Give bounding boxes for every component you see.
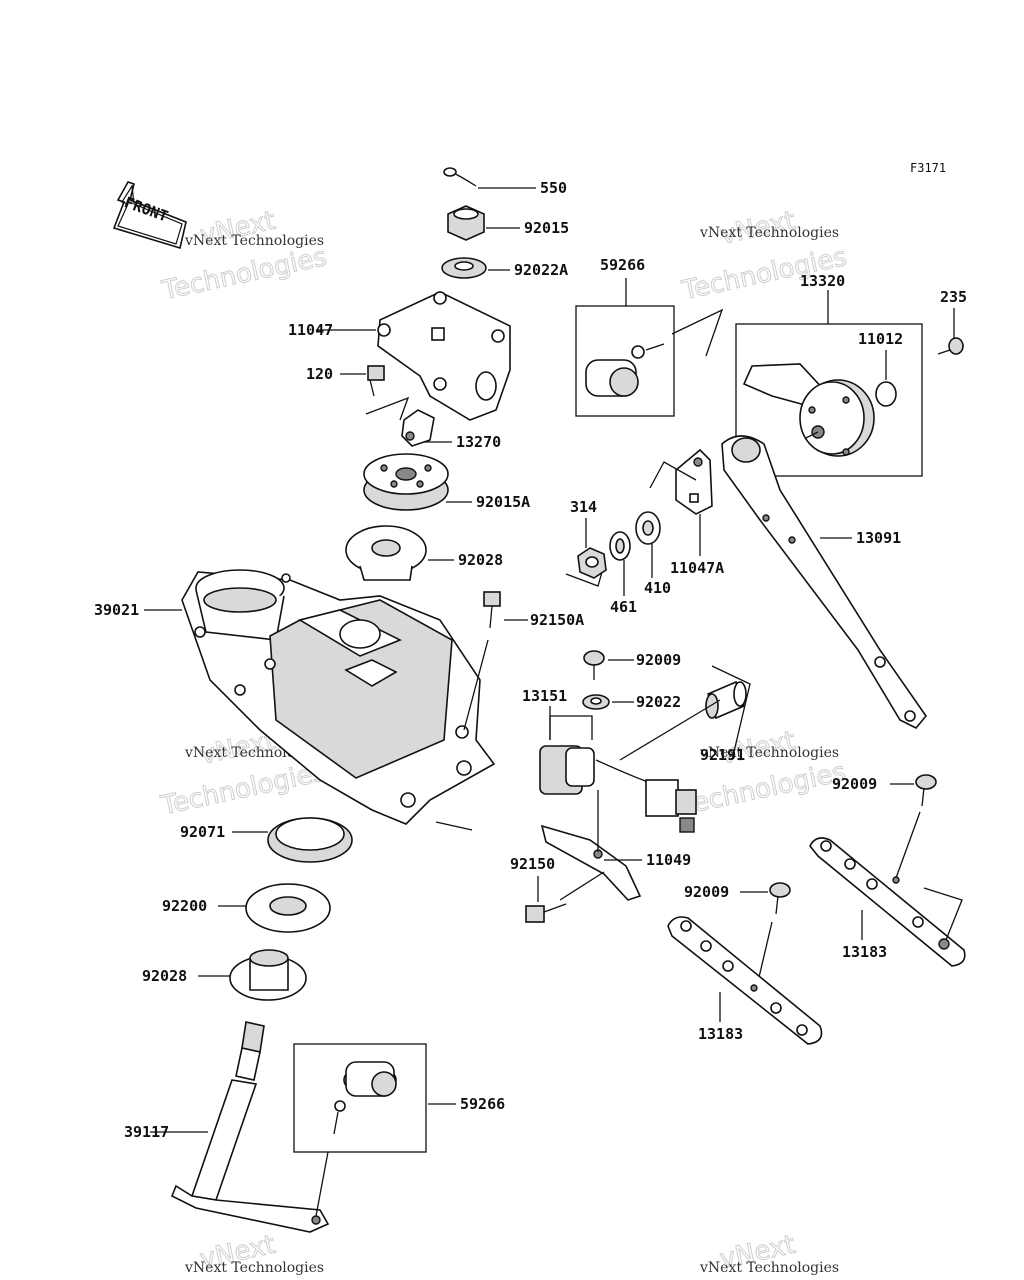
plate-part	[649, 448, 713, 556]
svg-text:vNext Technologies: vNext Technologies	[184, 1260, 324, 1276]
part-label: 92028	[142, 967, 187, 985]
watermark: vNext Technologies vNext Technologies	[678, 205, 850, 307]
seal-part	[232, 817, 353, 863]
cotter-pin-part	[443, 167, 536, 189]
part-label: 235	[940, 288, 967, 306]
part-label: 120	[306, 365, 333, 383]
link-plate-part	[667, 916, 823, 1045]
part-label: 11012	[858, 330, 903, 348]
washer-part	[441, 257, 510, 279]
circlip-part	[875, 350, 897, 407]
svg-text:vNext Technologies: vNext Technologies	[184, 233, 324, 249]
part-label: 11047A	[670, 559, 724, 577]
steering-arm-part	[721, 435, 928, 729]
ball-joint-kit-box	[293, 1043, 456, 1217]
part-label: 92009	[636, 651, 681, 669]
part-label: 92009	[832, 775, 877, 793]
watermark: vNext vNext Technologies	[184, 1229, 324, 1276]
spacer-part	[705, 665, 751, 761]
screw-part	[937, 308, 964, 355]
part-label: 92015A	[476, 493, 530, 511]
part-label: 92150	[510, 855, 555, 873]
lock-washer-part	[609, 531, 631, 596]
part-label: 92028	[458, 551, 503, 569]
part-label: 13091	[856, 529, 901, 547]
part-label: 92022	[636, 693, 681, 711]
bolt-part	[890, 774, 937, 879]
part-label: 11049	[646, 851, 691, 869]
part-label: 92200	[162, 897, 207, 915]
svg-text:vNext Technologies: vNext Technologies	[699, 225, 839, 241]
part-label: 92015	[524, 219, 569, 237]
part-label: 13183	[698, 1025, 743, 1043]
shaft-part	[150, 1021, 330, 1233]
part-label: 11047	[288, 321, 333, 339]
washer-part	[582, 694, 634, 710]
part-label: 59266	[600, 256, 645, 274]
part-label: 59266	[460, 1095, 505, 1113]
part-label: 92009	[684, 883, 729, 901]
deck-plate-part	[144, 569, 496, 831]
nut-part	[565, 518, 607, 587]
svg-text:Technologies: Technologies	[678, 757, 849, 821]
nut-plate-part	[363, 453, 472, 511]
washer-part	[635, 511, 661, 578]
bolt-part	[525, 876, 567, 923]
watermark: vNext Technologies vNext Technologies	[677, 725, 849, 822]
steering-assy-box	[735, 290, 923, 477]
front-arrow-icon: FRONT	[112, 181, 187, 250]
part-label: 314	[570, 498, 597, 516]
bracket-part	[316, 291, 511, 421]
figure-code: F3171	[910, 161, 946, 175]
part-label: 13320	[800, 272, 845, 290]
part-label: 13270	[456, 433, 501, 451]
bolt-part	[483, 591, 528, 629]
part-label: 92191	[700, 746, 745, 764]
part-label: 410	[644, 579, 671, 597]
ball-joint-kit-box	[575, 278, 724, 417]
bolt-part	[340, 365, 410, 421]
bolt-part	[583, 650, 634, 680]
sensor-part	[539, 699, 721, 833]
bushing-part	[198, 949, 307, 1001]
part-label: 13183	[842, 943, 887, 961]
clip-part	[401, 409, 452, 447]
bracket-part	[540, 790, 642, 901]
bushing-part	[345, 525, 454, 581]
part-label: 39117	[124, 1123, 169, 1141]
watermark: vNext vNext Technologies	[699, 1229, 839, 1276]
svg-text:vNext Technologies: vNext Technologies	[699, 1260, 839, 1276]
part-label: 92022A	[514, 261, 568, 279]
part-label: 92071	[180, 823, 225, 841]
washer-part	[218, 883, 331, 933]
link-plate-part	[809, 837, 966, 967]
part-label: 461	[610, 598, 637, 616]
part-label: 13151	[522, 687, 567, 705]
part-label: 92150A	[530, 611, 584, 629]
part-label: 39021	[94, 601, 139, 619]
part-label: 550	[540, 179, 567, 197]
svg-text:Technologies: Technologies	[159, 242, 330, 306]
castle-nut-part	[447, 205, 520, 241]
